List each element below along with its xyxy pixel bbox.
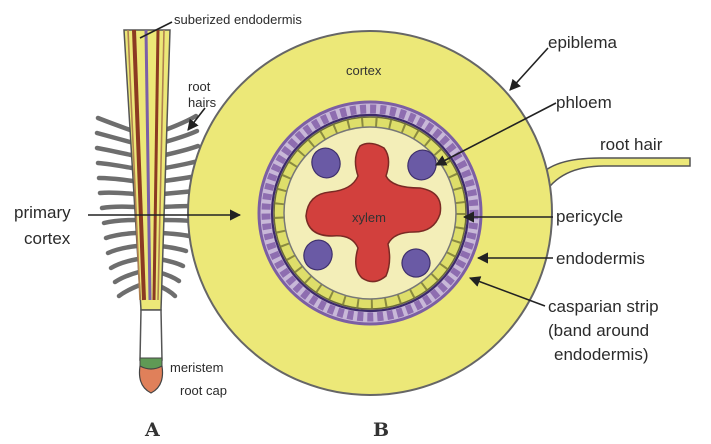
label-epiblema: epiblema [548, 33, 618, 52]
label-primary-cortex: cortex [24, 229, 71, 248]
label-suberized-endodermis: suberized endodermis [174, 12, 302, 27]
label-phloem: phloem [556, 93, 612, 112]
figure-label-a: A [144, 419, 160, 441]
label-casparian-strip: casparian strip [548, 297, 659, 316]
label-xylem: xylem [352, 210, 386, 225]
label-casparian-endodermis: endodermis) [554, 345, 649, 364]
label-endodermis: endodermis [556, 249, 645, 268]
label-cortex: cortex [346, 63, 382, 78]
label-root-hairs-line1: root [188, 79, 211, 94]
label-primary: primary [14, 203, 71, 222]
root-hair-extension [538, 158, 690, 196]
figure-label-b: B [373, 419, 389, 441]
label-pericycle: pericycle [556, 207, 623, 226]
label-meristem: meristem [170, 360, 223, 375]
label-root-cap: root cap [180, 383, 227, 398]
label-root-hair: root hair [600, 135, 663, 154]
label-casparian-band: (band around [548, 321, 649, 340]
meristem-zone [140, 310, 162, 360]
label-root-hairs-line2: hairs [188, 95, 217, 110]
root-longitudinal-view [97, 30, 198, 393]
root-cap [139, 366, 162, 393]
